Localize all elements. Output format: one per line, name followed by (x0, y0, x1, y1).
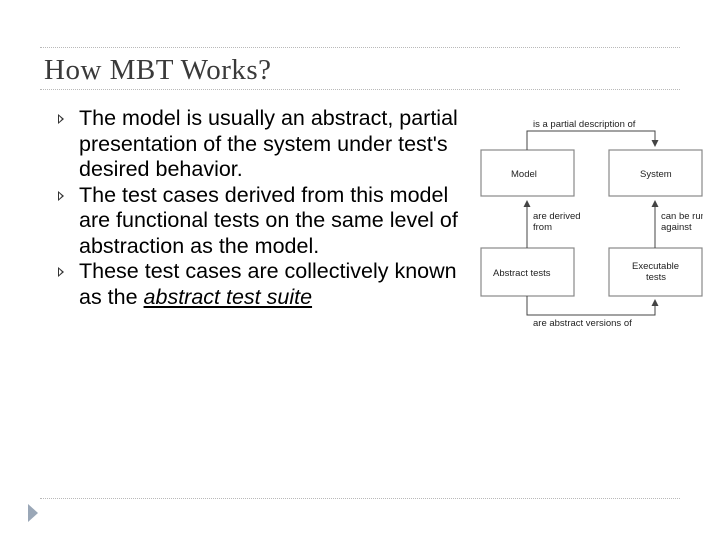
model-box (480, 149, 575, 197)
title-top-rule (40, 47, 680, 48)
partial-description-label: is a partial description of (533, 119, 636, 130)
bullet-text: These test cases are collectively known … (79, 259, 457, 309)
derived-label: are derived (533, 211, 581, 222)
bullet-list: The model is usually an abstract, partia… (58, 106, 478, 310)
model-box-label: Model (511, 169, 537, 180)
bullet-item: The model is usually an abstract, partia… (58, 106, 478, 183)
run-against-label-2: against (661, 222, 692, 233)
abstract-tests-box (480, 247, 575, 297)
triangle-bullet-icon (58, 267, 64, 277)
bullet-item: The test cases derived from this model a… (58, 183, 478, 260)
triangle-bullet-icon (58, 190, 64, 201)
slide-title: How MBT Works? (44, 54, 272, 86)
executable-tests-box-label-2: tests (646, 272, 666, 283)
title-bottom-rule (40, 89, 680, 90)
bullet-text: The test cases derived from this model a… (79, 182, 458, 258)
mbt-diagram: Model System Abstract tests Executable t… (480, 119, 703, 329)
triangle-bullet-icon (58, 114, 64, 124)
derived-label-2: from (533, 222, 552, 233)
run-against-label: can be run (661, 211, 703, 222)
executable-tests-box-label: Executable (632, 261, 679, 272)
bullet-item: These test cases are collectively known … (58, 259, 478, 310)
abstract-tests-box-label: Abstract tests (493, 268, 551, 279)
footer-rule (40, 498, 680, 499)
system-box-label: System (640, 169, 672, 180)
nav-triangle-icon[interactable] (28, 504, 38, 522)
system-box (608, 149, 703, 197)
abstract-test-suite-link[interactable]: abstract test suite (143, 284, 313, 309)
abstract-versions-label: are abstract versions of (533, 318, 632, 329)
top-connector (526, 130, 659, 150)
bullet-text: The model is usually an abstract, partia… (79, 106, 458, 181)
bottom-connector (526, 296, 659, 316)
